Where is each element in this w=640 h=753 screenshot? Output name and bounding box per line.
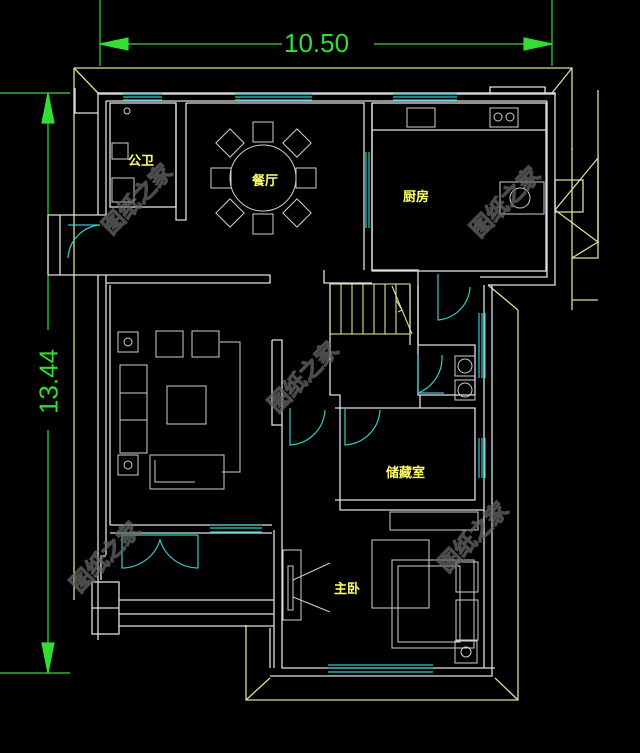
- window-right-1: [478, 313, 486, 378]
- room-label-master-bedroom: 主卧: [334, 582, 361, 597]
- walls: [47, 86, 556, 677]
- window-living-bottom: [210, 524, 262, 533]
- window-right-2: [478, 438, 486, 478]
- staircase: [329, 283, 413, 335]
- door-swing-side: [67, 224, 101, 259]
- window-bedroom-bottom: [328, 664, 433, 673]
- window-kitchen-top: [393, 93, 457, 101]
- dimension-lines: [0, 0, 553, 674]
- windows: [67, 93, 486, 673]
- room-label-dining: 餐厅: [252, 174, 279, 189]
- furniture: [111, 107, 545, 664]
- room-label-kitchen: 厨房: [403, 190, 430, 205]
- window-dining-kitchen: [365, 152, 370, 228]
- width-dimension-label: 10.50: [284, 28, 350, 58]
- room-label-storage: 储藏室: [386, 466, 426, 481]
- window-dining-top: [235, 93, 312, 101]
- room-label-bathroom: 公卫: [128, 154, 155, 169]
- window-bath-top: [123, 93, 162, 101]
- height-dimension-label: 13.44: [33, 348, 64, 415]
